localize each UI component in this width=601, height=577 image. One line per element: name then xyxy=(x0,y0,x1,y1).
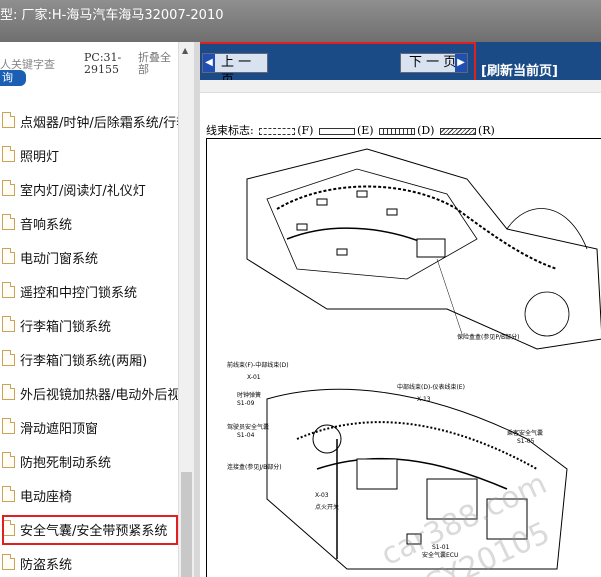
tree-item[interactable]: 防盗系统 xyxy=(0,546,178,577)
selection-highlight-box xyxy=(2,515,178,545)
tree-item-label: 音响系统 xyxy=(20,218,73,233)
panel-splitter[interactable] xyxy=(194,42,200,577)
next-page-label: 下 一 页 xyxy=(409,55,457,70)
keyword-search-input[interactable]: 人关键字查 xyxy=(0,58,55,71)
page-toolbar: ◀ 上 一 页 下 一 页 ▶ [刷新当前页] xyxy=(200,42,601,88)
document-icon xyxy=(2,418,15,434)
legend-item-d: (D) xyxy=(417,124,435,137)
refresh-page-link[interactable]: [刷新当前页] xyxy=(481,64,558,79)
document-icon xyxy=(2,146,15,162)
tree-item[interactable]: 外后视镜加热器/电动外后视 xyxy=(0,376,181,410)
diagram-label-1: 保险盒盒(参见P/B部分) xyxy=(457,333,519,341)
tree-item[interactable]: 行李箱门锁系统(两厢) xyxy=(0,342,178,376)
tree-item-label: 室内灯/阅读灯/礼仪灯 xyxy=(20,184,146,199)
tree-item[interactable]: 防抱死制动系统 xyxy=(0,444,178,478)
document-icon xyxy=(2,554,15,570)
diagram-label-5: S1-09 xyxy=(237,400,255,407)
diagram-label-16: 安全气囊ECU xyxy=(422,551,458,559)
tree-item[interactable]: 点烟器/时钟/后除霜系统/行李 xyxy=(0,104,189,138)
legend-item-e: (E) xyxy=(356,124,374,137)
diagram-label-14: 点火开关 xyxy=(315,503,339,511)
legend-swatch-d xyxy=(379,127,416,135)
legend-swatch-r xyxy=(439,127,476,135)
tree-item-label: 电动座椅 xyxy=(20,490,73,505)
viewer-hscrollbar[interactable] xyxy=(200,80,601,93)
tree-scrollbar[interactable]: ▲ xyxy=(178,42,194,577)
diagram-label-2: 前线束(F)-中部线束(D) xyxy=(227,361,289,369)
window-title-bar: 型: 厂家:H-海马汽车海马32007-2010 xyxy=(0,0,601,42)
arrow-right-icon: ▶ xyxy=(455,54,467,72)
search-area: 人关键字查 PC:31-29155 折叠全部 询 xyxy=(0,42,194,94)
collapse-all-button[interactable]: 折叠全部 xyxy=(138,51,171,76)
window-title: 型: 厂家:H-海马汽车海马32007-2010 xyxy=(0,8,224,23)
tree-item[interactable]: 安全气囊/安全带预紧系统 xyxy=(0,512,178,546)
diagram-label-15: S1-01 xyxy=(432,544,450,551)
tree-item-label: 点烟器/时钟/后除霜系统/行李 xyxy=(20,116,190,131)
tree-item-label: 照明灯 xyxy=(20,150,60,165)
diagram-label-11: S1-05 xyxy=(517,438,535,445)
wiring-diagram: 保险盒盒(参见P/B部分) 前线束(F)-中部线束(D) X-01 时钟弹簧 S… xyxy=(206,138,601,577)
legend-item-r: (R) xyxy=(477,124,495,137)
document-icon xyxy=(2,316,15,332)
tree-item[interactable]: 遥控和中控门锁系统 xyxy=(0,274,178,308)
document-icon xyxy=(2,214,15,230)
legend-item-f: (F) xyxy=(297,124,314,137)
tree-item-label: 滑动遮阳顶窗 xyxy=(20,422,99,437)
scroll-up-icon[interactable]: ▲ xyxy=(182,46,189,55)
diagram-label-8: 中部线束(D)-仪表线束(E) xyxy=(397,383,465,391)
tree-item[interactable]: 音响系统 xyxy=(0,206,178,240)
diagram-label-4: 时钟弹簧 xyxy=(237,391,261,399)
tree-item-label: 外后视镜加热器/电动外后视 xyxy=(20,388,181,403)
legend-prefix: 线束标志: xyxy=(206,124,254,137)
legend-swatch-e xyxy=(318,127,355,135)
legend-swatch-f xyxy=(259,127,296,135)
diagram-label-10: 乘客安全气囊 xyxy=(507,429,543,437)
diagram-label-3: X-01 xyxy=(247,374,261,381)
tree-item-label: 防抱死制动系统 xyxy=(20,456,112,471)
diagram-label-9: X-13 xyxy=(417,396,431,403)
diagram-label-6: 驾驶员安全气囊 xyxy=(227,423,269,431)
tree-item[interactable]: 室内灯/阅读灯/礼仪灯 xyxy=(0,172,178,206)
tree-item-label: 行李箱门锁系统(两厢) xyxy=(20,354,148,369)
document-icon xyxy=(2,248,15,264)
scrollbar-thumb[interactable] xyxy=(181,472,192,577)
document-icon xyxy=(2,350,15,366)
document-icon xyxy=(2,452,15,468)
diagram-label-7: S1-04 xyxy=(237,432,255,439)
tree-item[interactable]: 电动座椅 xyxy=(0,478,178,512)
tree-item-label: 电动门窗系统 xyxy=(20,252,99,267)
tree-item-label: 安全气囊/安全带预紧系统 xyxy=(20,524,168,539)
tree-item[interactable]: 行李箱门锁系统 xyxy=(0,308,178,342)
tree-item[interactable]: 电动门窗系统 xyxy=(0,240,178,274)
wiring-diagram-svg: 保险盒盒(参见P/B部分) 前线束(F)-中部线束(D) X-01 时钟弹簧 S… xyxy=(227,148,601,570)
harness-legend: 线束标志: (F) (E) (D) (R) xyxy=(206,122,495,138)
document-icon xyxy=(2,486,15,502)
arrow-left-icon: ◀ xyxy=(203,54,215,72)
prev-page-button[interactable]: ◀ 上 一 页 xyxy=(202,53,268,88)
diagram-label-13: X-03 xyxy=(315,492,329,499)
next-page-button[interactable]: 下 一 页 ▶ xyxy=(400,53,468,73)
document-icon xyxy=(2,282,15,298)
document-icon xyxy=(2,112,15,128)
document-icon xyxy=(2,384,15,400)
tree-item[interactable]: 照明灯 xyxy=(0,138,178,172)
tree-item-label: 防盗系统 xyxy=(20,558,73,573)
tree-item-label: 遥控和中控门锁系统 xyxy=(20,286,138,301)
document-icon xyxy=(2,180,15,196)
diagram-label-12: 连接盒(参见J/B部分) xyxy=(227,463,282,471)
left-panel: 人关键字查 PC:31-29155 折叠全部 询 点烟器/时钟/后除霜系统/行李… xyxy=(0,42,194,577)
tree-item[interactable]: 滑动遮阳顶窗 xyxy=(0,410,178,444)
tree-item-label: 行李箱门锁系统 xyxy=(20,320,112,335)
viewer-panel: ◀ 上 一 页 下 一 页 ▶ [刷新当前页] 线束标志: (F) (E) (D… xyxy=(200,42,601,577)
query-button[interactable]: 询 xyxy=(0,70,26,86)
pc-label: PC:31-29155 xyxy=(84,51,122,76)
